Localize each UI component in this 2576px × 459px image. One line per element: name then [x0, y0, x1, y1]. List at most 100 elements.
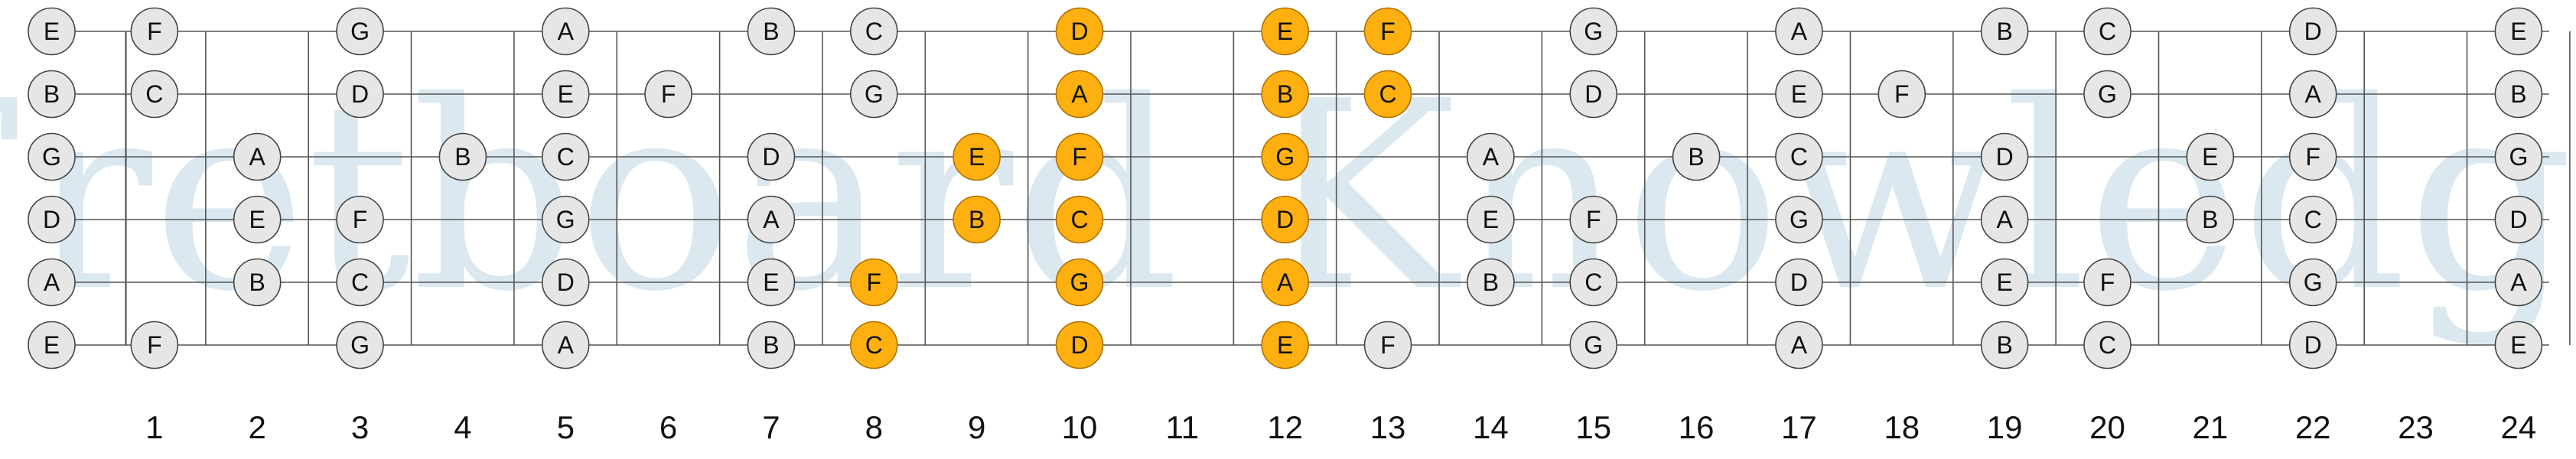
note-label: F [1894, 80, 1910, 108]
note-marker [2083, 321, 2131, 369]
note-marker [1467, 132, 1515, 181]
note-marker [1775, 258, 1823, 307]
note-label: E [2202, 143, 2218, 171]
note-marker [1672, 132, 1721, 181]
note-marker [1569, 321, 1618, 369]
note-marker [130, 321, 179, 369]
highlighted-note-marker [850, 258, 898, 307]
note-label: B [454, 143, 471, 171]
highlighted-note-marker [953, 132, 1001, 181]
fret-number: 21 [2192, 409, 2228, 445]
fret-number: 8 [865, 409, 883, 445]
note-label: G [1790, 206, 1809, 233]
fret-number: 17 [1781, 409, 1817, 445]
note-marker [2288, 7, 2337, 56]
note-marker [1980, 321, 2029, 369]
note-label: E [558, 80, 574, 108]
highlighted-note-label: A [1071, 80, 1088, 108]
highlighted-note-marker [1363, 70, 1412, 119]
open-note-label: B [44, 80, 60, 108]
note-label: A [2305, 80, 2322, 108]
note-label: A [1996, 206, 2013, 233]
note-label: F [147, 331, 162, 359]
fret-number: 11 [1166, 409, 1200, 445]
highlighted-note-label: C [1379, 80, 1396, 108]
note-label: F [1586, 206, 1601, 233]
open-note-marker [28, 7, 76, 56]
open-note-marker [28, 132, 76, 181]
highlighted-note-marker [1261, 258, 1309, 307]
note-marker [1467, 195, 1515, 244]
note-label: A [2510, 269, 2527, 296]
note-label: E [249, 206, 265, 233]
highlighted-note-label: E [969, 143, 985, 171]
fret-number: 24 [2501, 409, 2537, 445]
note-label: D [351, 80, 369, 108]
note-label: F [353, 206, 368, 233]
note-marker [2494, 258, 2543, 307]
note-marker [1775, 132, 1823, 181]
highlighted-note-label: D [1276, 206, 1294, 233]
note-label: C [2099, 18, 2116, 45]
open-note-marker [28, 70, 76, 119]
fret-number: 22 [2295, 409, 2331, 445]
fret-number: 5 [557, 409, 575, 445]
note-marker [1775, 7, 1823, 56]
highlighted-note-marker [1055, 7, 1104, 56]
open-note-label: G [42, 143, 61, 171]
note-marker [336, 7, 384, 56]
fret-number: 19 [1987, 409, 2023, 445]
highlighted-note-label: D [1070, 331, 1088, 359]
fret-number: 14 [1473, 409, 1509, 445]
note-marker [1569, 70, 1618, 119]
note-marker [747, 321, 796, 369]
note-marker [336, 258, 384, 307]
note-marker [2288, 258, 2337, 307]
highlighted-note-marker [1261, 7, 1309, 56]
note-marker [1980, 195, 2029, 244]
note-label: G [350, 18, 370, 45]
fret-number: 12 [1267, 409, 1303, 445]
note-marker [1363, 321, 1412, 369]
note-label: C [2304, 206, 2322, 233]
fret-number: 6 [659, 409, 677, 445]
note-marker [541, 132, 590, 181]
note-marker [130, 70, 179, 119]
note-label: B [1688, 143, 1704, 171]
fret-number: 3 [351, 409, 369, 445]
note-marker [1775, 321, 1823, 369]
note-marker [2083, 7, 2131, 56]
note-marker [1569, 195, 1618, 244]
highlighted-note-marker [850, 321, 898, 369]
note-marker [747, 7, 796, 56]
fret-number: 15 [1575, 409, 1611, 445]
highlighted-note-label: E [1277, 331, 1293, 359]
note-marker [233, 132, 282, 181]
note-marker [2186, 132, 2235, 181]
note-label: F [661, 80, 676, 108]
highlighted-note-marker [1261, 195, 1309, 244]
note-marker [2288, 70, 2337, 119]
open-note-label: D [43, 206, 60, 233]
note-marker [2288, 195, 2337, 244]
fret-number: 13 [1370, 409, 1406, 445]
highlighted-note-marker [1055, 321, 1104, 369]
note-label: D [557, 269, 575, 296]
highlighted-note-marker [1055, 132, 1104, 181]
note-label: E [2510, 18, 2526, 45]
note-marker [1980, 258, 2029, 307]
note-marker [541, 7, 590, 56]
note-marker [2494, 321, 2543, 369]
note-label: D [2304, 18, 2322, 45]
fret-number: 10 [1062, 409, 1098, 445]
fret-number: 4 [454, 409, 471, 445]
note-marker [747, 195, 796, 244]
highlighted-note-marker [1055, 258, 1104, 307]
note-label: B [763, 18, 779, 45]
note-marker [336, 321, 384, 369]
highlighted-note-marker [1261, 132, 1309, 181]
highlighted-note-label: F [1380, 18, 1395, 45]
highlighted-note-label: G [1070, 269, 1089, 296]
note-label: B [1483, 269, 1499, 296]
